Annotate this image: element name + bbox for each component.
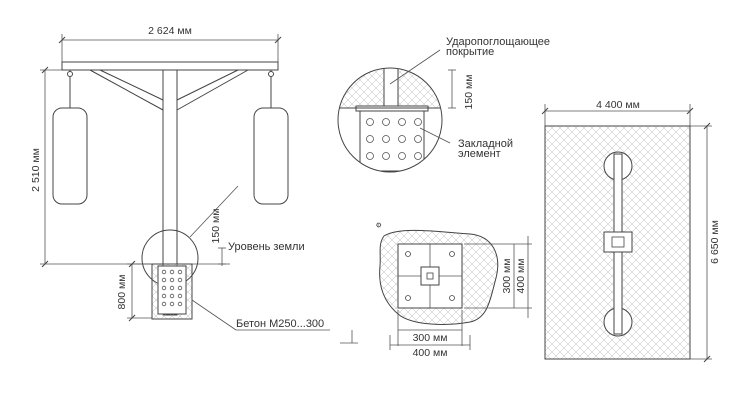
post-plan [603,231,633,253]
detail-post [383,68,399,109]
zone-plan: 4 400 мм 6 650 мм [541,99,721,363]
zone-height-label: 6 650 мм [709,220,721,264]
embed-element-label: Закладной элемент [458,138,516,160]
concrete-label: Бетон М250...300 [236,318,324,330]
top-beam [61,61,279,71]
foundation-height-label: 400 мм [515,259,527,294]
zone-width-label: 4 400 мм [596,99,640,111]
height-dimension-label: 2 510 мм [30,148,42,192]
detail-circle-outline [337,67,443,173]
ground-level-label: Уровень земли [228,241,305,253]
detail-embed [359,110,425,172]
right-punching-bag [253,107,289,205]
plate-width-label: 300 мм [413,332,448,344]
coating-depth-label: 150 мм [463,75,475,110]
detail-embed-holes [366,118,422,160]
embed-holes [161,269,183,307]
width-dimension-label: 2 624 мм [148,25,192,37]
post-square [420,266,440,286]
front-view: 2 624 мм 2 510 мм 150 мм Уровень земл [30,25,358,344]
left-brace [89,69,164,111]
detail-view: Ударопоглощающее покрытие 150 мм Закладн… [337,36,553,173]
left-punching-bag [52,107,88,205]
foundation-depth-label: 800 мм [116,275,128,310]
svg-text:⚙: ⚙ [374,220,383,230]
plate-height-label: 300 мм [501,259,513,294]
coating-label: Ударопоглощающее покрытие [446,36,553,58]
foundation-width-label: 400 мм [413,347,448,359]
anchor-bolts [405,251,455,301]
plan-detail: ⚙ 300 мм 400 мм 300 мм 400 мм [374,220,532,359]
embed-dimension-label: 150 мм [210,209,222,244]
right-brace [176,69,249,111]
